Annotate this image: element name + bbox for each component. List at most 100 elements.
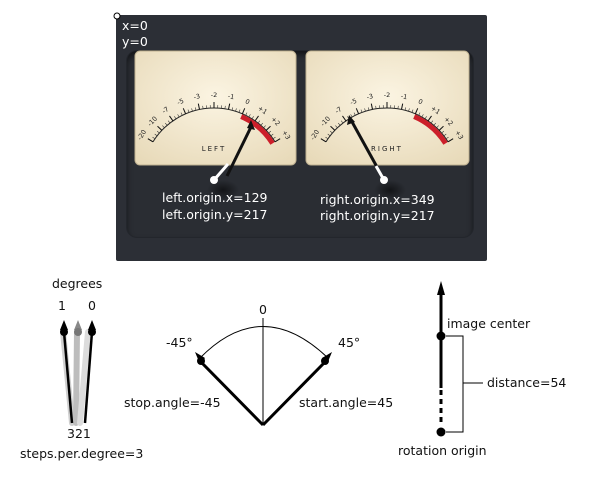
scale-arc — [325, 107, 449, 143]
right-origin-y-label: right.origin.y=217 — [320, 208, 435, 223]
scale-minor-tick — [329, 130, 333, 134]
scale-minor-tick — [152, 136, 156, 140]
scale-major-tick — [342, 115, 347, 122]
scale-minor-tick — [360, 109, 363, 113]
left-meter: -20-10-7-5-3-2-10+1+2+3 LEFT — [134, 50, 297, 200]
scale-major-tick — [447, 138, 454, 143]
scale-minor-tick — [408, 108, 410, 112]
needle-step-1-dot — [60, 328, 68, 336]
degrees-mark-0: 0 — [88, 298, 96, 313]
scale-minor-tick — [187, 109, 190, 113]
angle-neg-label: -45° — [166, 335, 193, 350]
right-meter-name: RIGHT — [371, 145, 403, 153]
needle-step-1 — [62, 331, 74, 424]
scale-major-tick — [227, 103, 231, 110]
needle-step-ghost-3 — [77, 329, 91, 426]
scale-tick-label: -5 — [176, 97, 185, 107]
degrees-steps-label: 321 — [67, 426, 91, 441]
angle-pos-label: 45° — [338, 335, 361, 350]
stop-angle-label: stop.angle=-45 — [124, 395, 221, 410]
red-zone — [413, 114, 448, 145]
scale-minor-tick — [174, 116, 177, 120]
scale-minor-tick — [353, 112, 356, 116]
scale-tick-label: 0 — [417, 97, 424, 106]
scale-minor-tick — [350, 114, 353, 118]
scale-tick-label: +3 — [453, 129, 465, 141]
scale-minor-tick — [272, 136, 276, 140]
scale-major-tick — [370, 103, 374, 110]
left-needle-shadow — [207, 180, 239, 200]
scale-minor-tick — [167, 120, 171, 124]
scale-tick-label: -1 — [400, 92, 408, 101]
scale-major-tick — [355, 108, 360, 115]
scale-minor-tick — [443, 133, 447, 137]
scale-minor-tick — [424, 116, 427, 120]
image-center-dot — [436, 331, 446, 341]
scale-minor-tick — [421, 114, 424, 118]
angle-arc — [199, 326, 329, 359]
scale-tick-label: -3 — [366, 92, 374, 101]
scale-major-tick — [197, 103, 201, 110]
scale-minor-tick — [364, 108, 366, 112]
scale-major-tick — [330, 125, 336, 131]
start-needle-dot — [321, 357, 329, 365]
scale-minor-tick — [268, 130, 272, 134]
left-origin-y-label: left.origin.y=217 — [162, 207, 268, 222]
scale-minor-tick — [235, 108, 237, 112]
left-origin-x-label: left.origin.x=129 — [162, 190, 268, 205]
degrees-mark-1: 1 — [58, 298, 66, 313]
right-meter-scale: -20-10-7-5-3-2-10+1+2+3 — [309, 91, 465, 145]
left-needle-tip — [247, 120, 255, 130]
distance-label: distance=54 — [487, 375, 567, 390]
scale-tick-label: -1 — [227, 92, 235, 101]
scale-arc — [152, 107, 276, 143]
scale-minor-tick — [411, 109, 414, 113]
scale-minor-tick — [248, 114, 251, 118]
scale-tick-label: -7 — [161, 105, 171, 115]
stop-angle-needle — [199, 360, 265, 427]
rotation-needle-tip — [437, 281, 445, 295]
needle-step-1-tip — [60, 320, 68, 330]
scale-major-tick — [254, 115, 259, 122]
scale-tick-label: -5 — [349, 97, 358, 107]
steps-per-degree-caption: steps.per.degree=3 — [20, 446, 144, 461]
start-angle-label: start.angle=45 — [299, 395, 394, 410]
red-zone — [240, 114, 275, 145]
angle-diagram — [195, 318, 332, 427]
scale-major-tick — [147, 138, 154, 143]
scale-minor-tick — [430, 120, 434, 124]
needle-step-0 — [83, 331, 94, 424]
needle-step-0-dot — [88, 328, 96, 336]
right-meter: -20-10-7-5-3-2-10+1+2+3 RIGHT — [305, 50, 470, 200]
degrees-diagram — [60, 320, 96, 426]
rotation-diagram — [436, 281, 483, 437]
scale-tick-label: -2 — [384, 91, 390, 99]
left-needle — [225, 126, 253, 177]
left-origin-dot — [210, 176, 218, 184]
left-meter-name: LEFT — [202, 145, 227, 153]
scale-major-tick — [414, 108, 419, 115]
scale-minor-tick — [441, 130, 445, 134]
scale-minor-tick — [245, 112, 248, 116]
scale-tick-label: -3 — [193, 92, 201, 101]
scale-minor-tick — [404, 107, 407, 111]
scale-major-tick — [438, 125, 444, 131]
needle-step-0-tip — [88, 320, 96, 330]
scale-minor-tick — [251, 116, 254, 120]
scale-major-tick — [265, 125, 271, 131]
right-needle-tip — [347, 115, 355, 125]
scale-minor-tick — [367, 107, 370, 111]
scale-minor-tick — [257, 120, 261, 124]
scale-minor-tick — [177, 114, 180, 118]
corner-x-label: x=0 — [122, 18, 148, 33]
scale-minor-tick — [436, 125, 439, 128]
scale-major-tick — [400, 103, 404, 110]
needle-step-mid-tip — [74, 320, 82, 330]
scale-major-tick — [427, 115, 432, 122]
scale-minor-tick — [180, 112, 183, 116]
scale-minor-tick — [156, 130, 160, 134]
distance-bracket — [446, 335, 464, 433]
scale-minor-tick — [238, 109, 241, 113]
scale-minor-tick — [433, 122, 437, 126]
